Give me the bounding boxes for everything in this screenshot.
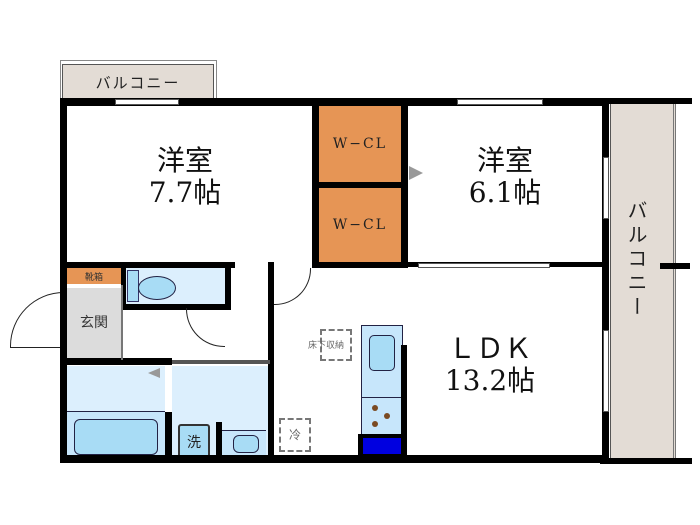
room1-door-marker[interactable]	[296, 222, 310, 236]
burner-icon-1	[372, 405, 378, 411]
kitchen-counter	[361, 325, 403, 437]
door-room2[interactable]	[418, 263, 550, 268]
window-room1[interactable]	[115, 99, 179, 105]
sink-icon	[369, 335, 395, 371]
balcony-divider	[660, 263, 690, 269]
balcony-top: バルコニー	[62, 64, 214, 100]
stove-base	[363, 438, 401, 454]
wall-wash-top	[172, 360, 270, 364]
shoe-box: 靴箱	[67, 268, 121, 284]
wall-toilet-bottom	[121, 304, 229, 310]
wall-wcl-bottom	[312, 262, 408, 268]
ldk-door-swing[interactable]	[274, 268, 311, 305]
stove-divider	[361, 397, 401, 398]
underfloor-storage-label: 床下収納	[308, 341, 345, 351]
room2-label: 洋室 6.1帖	[435, 144, 575, 210]
ldk-name: ＬＤＫ	[447, 332, 532, 365]
washer-label: 洗	[187, 435, 201, 451]
wall-bath-wash	[165, 412, 172, 460]
wall-corridor-right	[268, 262, 274, 462]
wall-entrance-right	[121, 285, 123, 360]
wall-wash-sink	[216, 422, 222, 460]
bath-door-marker[interactable]	[148, 368, 160, 378]
entrance-door-swing[interactable]	[10, 292, 65, 348]
room2-door-marker[interactable]	[409, 166, 423, 180]
room1-label: 洋室 7.7帖	[110, 144, 260, 210]
outer-wall-right	[602, 98, 609, 463]
balcony-right-label: バルコニー	[624, 200, 648, 320]
burner-icon-2	[384, 413, 390, 419]
shoe-box-label: 靴箱	[84, 273, 103, 283]
balcony-top-label: バルコニー	[95, 74, 181, 92]
balcony-right-bottom-edge	[600, 458, 692, 464]
ldk-size: 13.2帖	[444, 364, 536, 398]
toilet-door-swing[interactable]	[186, 308, 225, 347]
window-ldk-side[interactable]	[603, 330, 609, 412]
wcl-lower-label: W−CL	[332, 217, 388, 233]
outer-wall-left	[60, 98, 67, 463]
underfloor-storage	[320, 329, 352, 361]
room1-size: 7.7帖	[148, 176, 222, 210]
washbasin-icon	[233, 435, 259, 453]
entrance: 玄関	[67, 288, 121, 358]
kitchen-partition	[401, 345, 407, 455]
entrance-label: 玄関	[80, 315, 108, 331]
window-room2-side[interactable]	[603, 157, 609, 219]
window-room2[interactable]	[457, 99, 543, 105]
toilet-bowl-icon	[138, 276, 176, 300]
balcony-right	[610, 102, 676, 462]
wall-toilet-right	[225, 262, 231, 310]
ldk-label: ＬＤＫ 13.2帖	[415, 332, 565, 398]
walk-in-closet-upper: W−CL	[319, 106, 401, 182]
room1-name: 洋室	[156, 144, 213, 177]
balcony-top-rail	[60, 60, 217, 101]
wall-room1-bottom	[60, 262, 235, 268]
washer-icon: 洗	[178, 424, 210, 458]
balcony-right-top-edge	[600, 98, 692, 104]
burner-icon-3	[372, 421, 378, 427]
room2-size: 6.1帖	[468, 176, 542, 210]
outer-wall-top	[60, 98, 608, 106]
outer-wall-bottom	[60, 455, 608, 463]
wall-wcl-middle	[312, 182, 408, 188]
fridge-label: 冷	[288, 428, 301, 442]
walk-in-closet-lower: W−CL	[319, 188, 401, 262]
wall-bath-top	[60, 358, 172, 365]
bathtub-icon	[74, 419, 158, 455]
wall-toilet-left	[121, 262, 126, 308]
fridge-space: 冷	[279, 418, 311, 452]
wcl-upper-label: W−CL	[332, 136, 388, 152]
room2-name: 洋室	[476, 144, 533, 177]
